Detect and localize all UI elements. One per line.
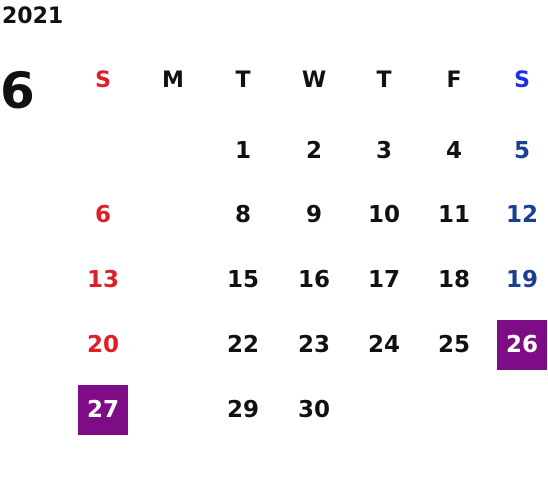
weekday-header: T <box>376 68 392 93</box>
calendar-day: 10 <box>367 202 400 228</box>
calendar-day: 27 <box>78 385 128 435</box>
weekday-header: W <box>301 68 327 93</box>
calendar-day: 23 <box>297 332 330 358</box>
calendar-day: 21 <box>145 319 201 371</box>
calendar-day: 11 <box>437 202 470 228</box>
calendar-day: 17 <box>367 267 400 293</box>
year-label: 2021 <box>2 4 64 29</box>
calendar-day: 24 <box>367 332 400 358</box>
calendar-day: 20 <box>86 332 119 358</box>
calendar-day: 13 <box>86 267 119 293</box>
calendar-day: 14 <box>145 254 201 306</box>
weekday-header: T <box>235 68 251 93</box>
calendar-day: 25 <box>437 332 470 358</box>
calendar-day: 12 <box>505 202 538 228</box>
calendar-day: 8 <box>234 202 251 228</box>
weekday-header: S <box>95 68 111 93</box>
calendar-day: 26 <box>497 320 547 370</box>
weekday-header: F <box>446 68 462 93</box>
calendar-day: 22 <box>226 332 259 358</box>
calendar-day: 6 <box>94 202 111 228</box>
month-label: 6 <box>0 62 35 120</box>
calendar-day: 5 <box>513 138 530 164</box>
calendar-day: 2 <box>305 138 322 164</box>
calendar-day: 29 <box>226 397 259 423</box>
calendar-day: 30 <box>297 397 330 423</box>
calendar-day: 4 <box>445 138 462 164</box>
calendar-day: 1 <box>234 138 251 164</box>
calendar-day: 7 <box>145 189 201 241</box>
weekday-header: M <box>162 68 184 93</box>
calendar-day: 19 <box>505 267 538 293</box>
weekday-header: S <box>514 68 530 93</box>
calendar-day: 9 <box>305 202 322 228</box>
calendar-day: 18 <box>437 267 470 293</box>
calendar-day: 28 <box>145 384 201 436</box>
calendar-day: 15 <box>226 267 259 293</box>
calendar-day: 3 <box>375 138 392 164</box>
calendar-day: 16 <box>297 267 330 293</box>
